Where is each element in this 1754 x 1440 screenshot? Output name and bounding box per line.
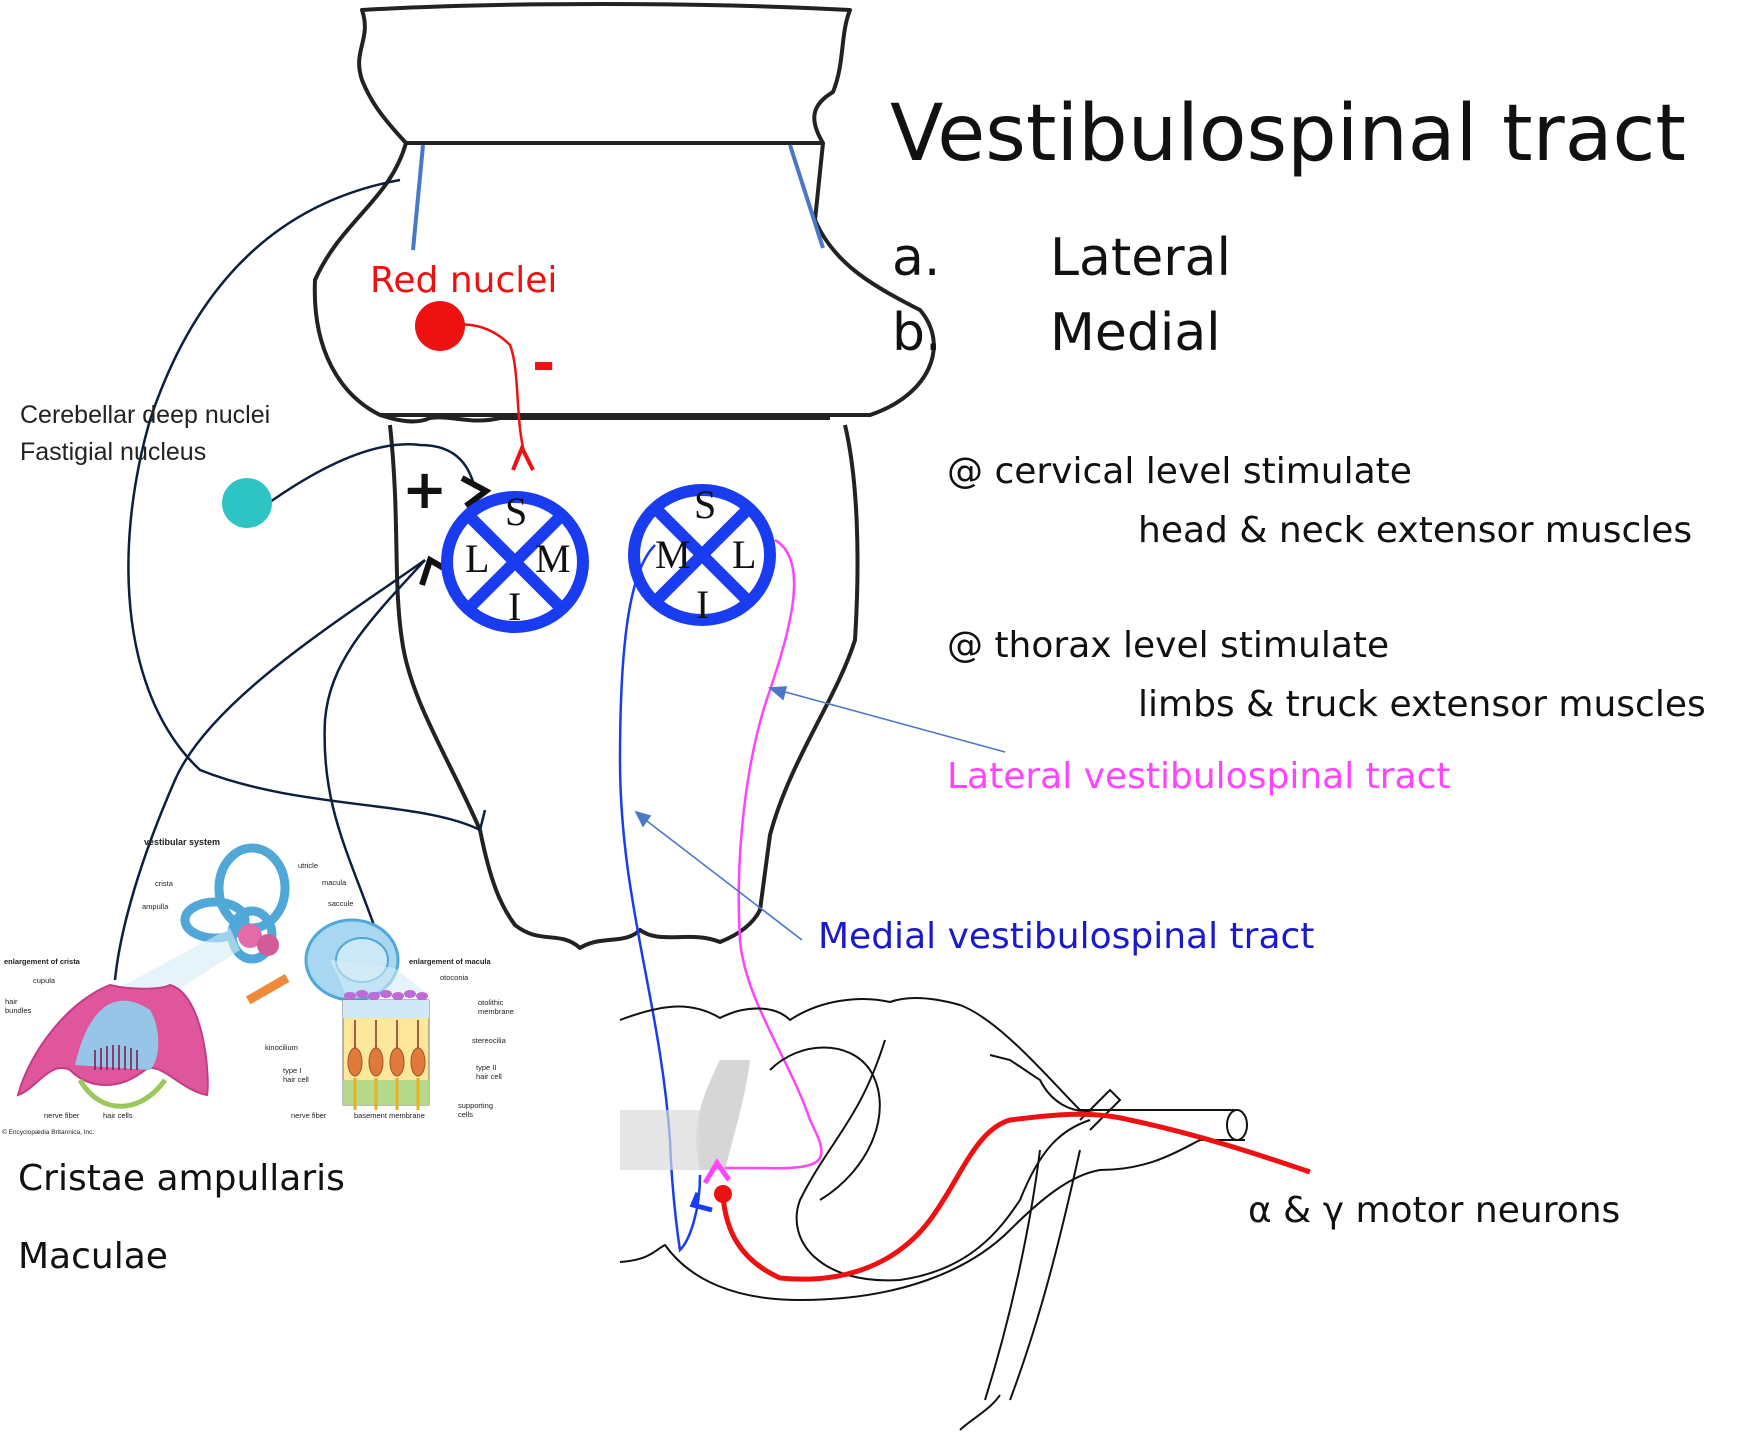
inset-copyright: © Encyclopædia Britannica, Inc. [2, 1128, 94, 1136]
inset-supporting-1: supporting [458, 1101, 493, 1110]
inset-hair-bundles-2: bundles [5, 1006, 32, 1015]
maculae-label: Maculae [18, 1236, 168, 1277]
inset-crista: crista [155, 879, 174, 888]
page-title: Vestibulospinal tract [890, 89, 1686, 179]
inset-otoconia: otoconia [440, 973, 469, 982]
nucleus-right-inferior: I [696, 582, 709, 627]
vestibular-inset: vestibular system [2, 837, 514, 1136]
medial-tract-label: Medial vestibulospinal tract [818, 916, 1314, 957]
inset-otolithic-2: membrane [478, 1007, 514, 1016]
red-nuclei-label: Red nuclei [370, 260, 557, 301]
inset-macula-heading: enlargement of macula [409, 957, 492, 966]
fastigial-nucleus [222, 478, 272, 528]
inset-heading: vestibular system [144, 837, 220, 847]
inset-basement: basement membrane [354, 1111, 425, 1120]
vestibular-nucleus-right: S M L I [634, 482, 770, 627]
vestibular-nucleus-left: S L M I [447, 489, 583, 629]
medial-tract-terminal [693, 1193, 712, 1210]
nucleus-left-inferior: I [508, 584, 521, 629]
rubro-terminal [513, 448, 533, 470]
grey-matter [620, 1060, 750, 1170]
cervical-line: @ cervical level stimulate [947, 451, 1412, 492]
inset-nerve-fiber-left: nerve fiber [44, 1111, 80, 1120]
nucleus-right-superior: S [694, 482, 716, 527]
inset-hair-cells: hair cells [103, 1111, 133, 1120]
tract-label-arrows [636, 687, 1005, 940]
nucleus-right-lateral: L [732, 532, 756, 577]
inset-supporting-2: cells [458, 1110, 473, 1119]
inset-crista-heading: enlargement of crista [4, 957, 81, 966]
motor-neurons-label: α & γ motor neurons [1248, 1190, 1620, 1231]
inset-nerve-fiber-right: nerve fiber [291, 1111, 327, 1120]
list-a-marker: a. [892, 228, 940, 288]
nucleus-left-superior: S [505, 489, 527, 534]
list-a-label: Lateral [1050, 228, 1231, 288]
cristae-label: Cristae ampullaris [18, 1158, 345, 1199]
thorax-line: @ thorax level stimulate [947, 625, 1389, 666]
inset-hair-bundles-1: hair [5, 997, 18, 1006]
list-b-marker: b. [892, 303, 942, 363]
nucleus-left-medial: M [535, 536, 571, 581]
thorax-target: limbs & truck extensor muscles [1138, 684, 1706, 725]
cerebellar-label-line1: Cerebellar deep nuclei [20, 401, 270, 429]
list-b-label: Medial [1050, 303, 1221, 363]
plus-sign: + [402, 458, 447, 521]
inset-type1-2: hair cell [283, 1075, 309, 1084]
inset-type1-1: type I [283, 1066, 301, 1075]
inset-stereocilia: stereocilia [472, 1036, 507, 1045]
inset-saccule: saccule [328, 899, 353, 908]
lateral-tract-label: Lateral vestibulospinal tract [947, 756, 1451, 797]
inset-utricle: utricle [298, 861, 318, 870]
inset-cupula: cupula [33, 976, 56, 985]
inset-ampulla: ampulla [142, 902, 169, 911]
nucleus-right-medial: M [655, 532, 691, 577]
minus-sign: - [532, 331, 555, 396]
inset-type2-1: type II [476, 1063, 496, 1072]
inset-kinocilium: kinocilium [265, 1043, 298, 1052]
peduncle-line-left [413, 145, 423, 250]
cervical-target: head & neck extensor muscles [1138, 510, 1692, 551]
nucleus-left-lateral: L [465, 536, 489, 581]
cerebellar-label-line2: Fastigial nucleus [20, 438, 206, 466]
inset-otolithic-1: otolithic [478, 998, 504, 1007]
inset-type2-2: hair cell [476, 1072, 502, 1081]
inset-macula: macula [322, 878, 347, 887]
